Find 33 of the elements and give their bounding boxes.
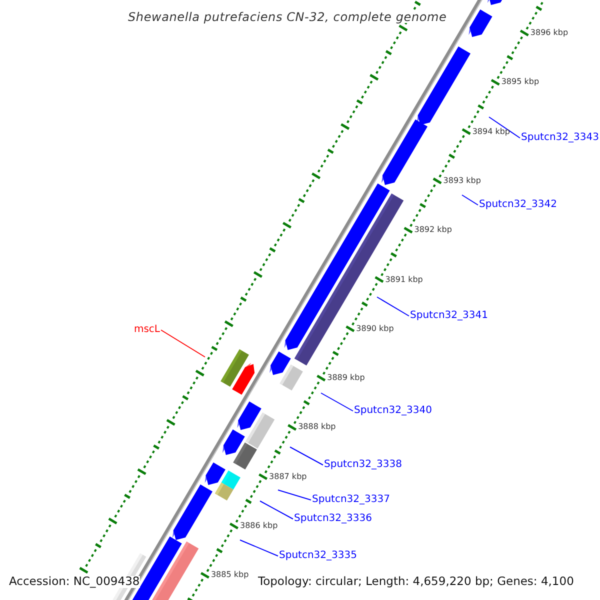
gene-label: Sputcn32_3341: [410, 311, 488, 321]
map-title: Shewanella putrefaciens CN-32, complete genome: [128, 11, 447, 23]
gene-label: Sputcn32_3336: [294, 514, 372, 524]
gene-label: Sputcn32_3337: [312, 495, 390, 505]
leader-line: [320, 392, 354, 412]
gene-label: Sputcn32_3338: [324, 460, 402, 470]
scale-label: 3890 kbp: [356, 324, 394, 333]
gene-label: mscL: [134, 325, 160, 335]
gene-label: Sputcn32_3343: [521, 133, 599, 143]
leader-line: [240, 540, 278, 556]
scale-label: 3889 kbp: [327, 374, 365, 382]
scale-label: 3891 kbp: [385, 276, 423, 284]
leader-line: [260, 500, 294, 520]
gene-label: Sputcn32_3340: [354, 406, 432, 416]
scale-label: 3895 kbp: [501, 78, 540, 86]
leader-line: [290, 446, 324, 466]
leader-line: [462, 194, 478, 206]
genome-info-text: Topology: circular; Length: 4,659,220 bp; Genes: 4,100: [258, 576, 574, 588]
scale-label: 3886 kbp: [240, 522, 278, 530]
scale-label: 3892 kbp: [414, 226, 452, 234]
leader-line: [160, 330, 206, 358]
gene-label: Sputcn32_3335: [279, 551, 357, 561]
leader-line: [278, 490, 312, 500]
scale-label: 3896 kbp: [530, 29, 568, 37]
gene-label: Sputcn32_3342: [479, 200, 557, 210]
leader-line: [376, 296, 410, 316]
scale-label: 3885 kbp: [210, 571, 249, 580]
scale-label: 3894 kbp: [472, 128, 510, 136]
scale-label: 3888 kbp: [298, 423, 336, 432]
accession-text: Accession: NC_009438: [9, 576, 140, 588]
scale-label: 3887 kbp: [269, 472, 307, 481]
leader-line: [488, 116, 520, 138]
scale-label: 3893 kbp: [443, 176, 481, 185]
